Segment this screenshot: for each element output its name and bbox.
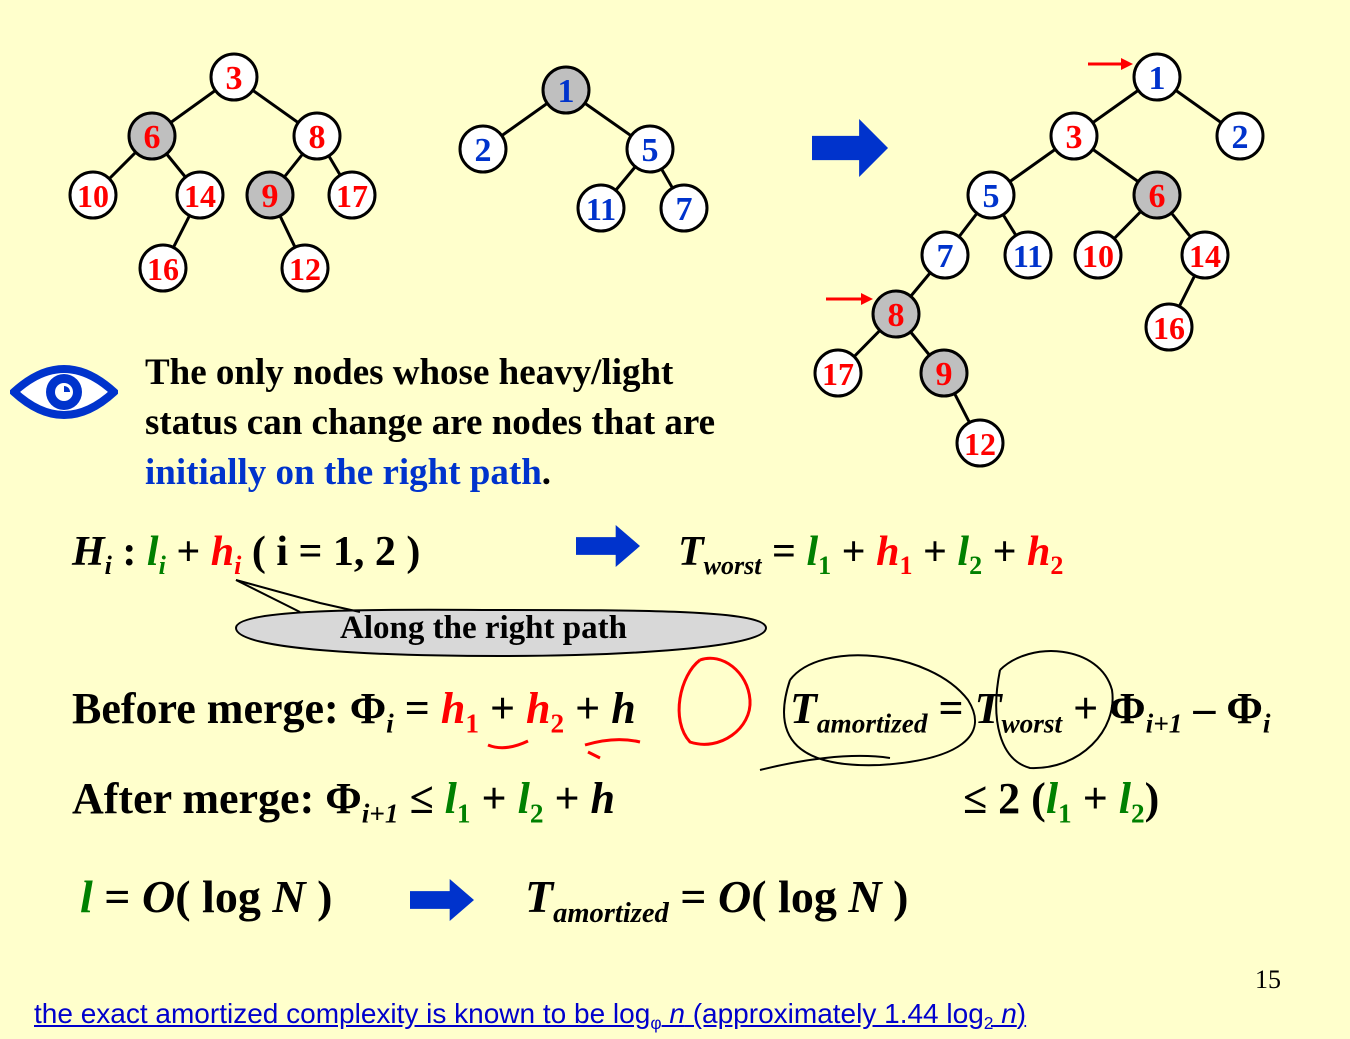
tree-node-label: 14 xyxy=(184,178,216,214)
tree-node-label: 14 xyxy=(1189,238,1221,274)
tree-node xyxy=(138,243,188,293)
pointer-arrow-head xyxy=(1121,58,1133,70)
tree-node-label: 17 xyxy=(822,356,854,392)
tree-node-label: 3 xyxy=(226,60,243,97)
footer-link[interactable]: the exact amortized complexity is known … xyxy=(34,998,1027,1034)
page-number: 15 xyxy=(1255,965,1281,994)
block-arrow-right-icon xyxy=(812,119,888,177)
tree-node-label: 7 xyxy=(937,238,954,275)
tree-node-label: 16 xyxy=(1153,310,1185,346)
tree-node xyxy=(919,348,969,398)
tree-node xyxy=(209,52,259,102)
tree-node-label: 17 xyxy=(336,178,368,214)
tree-node xyxy=(1215,111,1265,161)
block-arrow-right-icon xyxy=(410,879,474,921)
equation-tamortized: Tamortized = Tworst + Φi+1 – Φi xyxy=(790,684,1271,739)
equation-result: Tamortized = O( log N ) xyxy=(525,871,909,929)
tree-node-label: 9 xyxy=(262,178,279,215)
pointer-arrow-head xyxy=(861,293,873,305)
tree-node xyxy=(659,183,709,233)
tree-node xyxy=(1132,52,1182,102)
tree-node xyxy=(955,418,1005,468)
tree-node xyxy=(280,243,330,293)
tree-node-label: 5 xyxy=(642,132,659,169)
tree-node-label: 2 xyxy=(1232,119,1249,156)
tree-node xyxy=(175,170,225,220)
observation-note: The only nodes whose heavy/light status … xyxy=(145,348,805,498)
tree-node xyxy=(458,124,508,174)
callout-tail xyxy=(235,579,301,613)
tree-node-label: 6 xyxy=(144,119,161,156)
tree-node xyxy=(245,170,295,220)
tree-node-label: 6 xyxy=(1149,178,1166,215)
tree-node xyxy=(813,348,863,398)
tree-node xyxy=(127,111,177,161)
note-line-1: The only nodes whose heavy/light xyxy=(145,352,674,393)
tree-node xyxy=(327,170,377,220)
tree-node-label: 16 xyxy=(147,251,179,287)
handwritten-underline xyxy=(487,739,529,750)
equation-bound: ≤ 2 (l1 + l2) xyxy=(963,774,1160,829)
callout-bubble xyxy=(234,608,768,658)
tree-node-label: 1 xyxy=(1149,60,1166,97)
tree-node xyxy=(576,183,626,233)
equation-l-order: l = O( log N ) xyxy=(80,871,333,922)
handwritten-circle xyxy=(995,650,1114,770)
note-highlight: initially on the right path xyxy=(145,452,542,493)
tree-node-label: 1 xyxy=(558,73,575,110)
tree-node xyxy=(871,289,921,339)
tree-node xyxy=(625,124,675,174)
handwritten-underline xyxy=(584,738,641,760)
tree-node xyxy=(1144,302,1194,352)
tree-node xyxy=(541,65,591,115)
tree-node-label: 5 xyxy=(983,178,1000,215)
tree-node-label: 2 xyxy=(475,132,492,169)
tree-node-label: 12 xyxy=(964,426,996,462)
tree-node-label: 10 xyxy=(1082,238,1114,274)
tree-node-label: 7 xyxy=(676,191,693,228)
equation-before-merge: Before merge: Φi = h1 + h2 + h xyxy=(72,684,636,739)
note-line-2: status can change are nodes that are xyxy=(145,402,716,443)
eye-icon xyxy=(10,365,118,419)
callout-label: Along the right path xyxy=(340,610,627,646)
tree-node-label: 8 xyxy=(888,297,905,334)
handwritten-circle xyxy=(759,654,976,771)
tree-node-label: 10 xyxy=(77,178,109,214)
tree-node-label: 12 xyxy=(289,251,321,287)
equation-tworst: Tworst = l1 + h1 + l2 + h2 xyxy=(678,529,1064,581)
tree-node-label: 8 xyxy=(309,119,326,156)
block-arrow-right-icon xyxy=(576,525,640,567)
tree-node xyxy=(1073,230,1123,280)
tree-node xyxy=(966,170,1016,220)
tree-node-label: 11 xyxy=(1013,238,1043,274)
callout-tail xyxy=(235,579,361,613)
tree-node-label: 3 xyxy=(1066,119,1083,156)
tree-node-label: 11 xyxy=(586,191,616,227)
tree-node xyxy=(292,111,342,161)
tree-node xyxy=(920,230,970,280)
equation-after-merge: After merge: Φi+1 ≤ l1 + l2 + h xyxy=(72,774,616,829)
handwritten-circle xyxy=(677,656,752,746)
equation-hi: Hi : li + hi ( i = 1, 2 ) xyxy=(72,529,421,581)
tree-node xyxy=(68,170,118,220)
tree-node xyxy=(1049,111,1099,161)
tree-node xyxy=(1180,230,1230,280)
tree-node-label: 9 xyxy=(936,356,953,393)
tree-node xyxy=(1003,230,1053,280)
tree-node xyxy=(1132,170,1182,220)
